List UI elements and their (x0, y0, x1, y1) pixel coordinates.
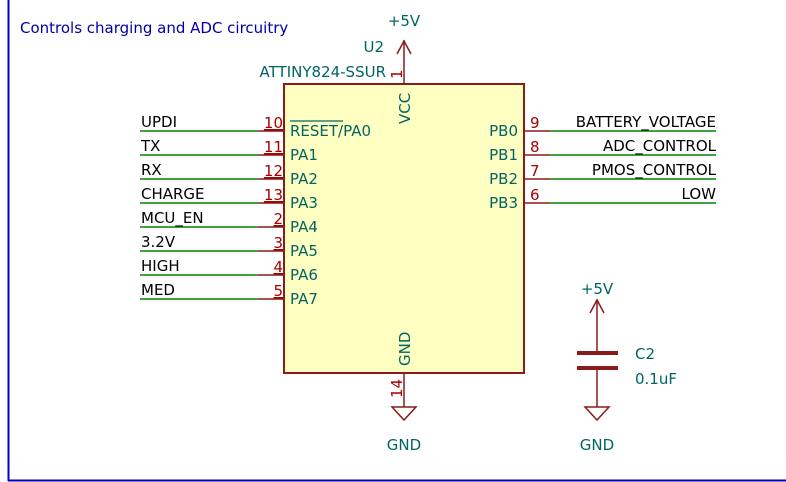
net-label: MCU_EN (141, 209, 204, 228)
pin-number: 7 (530, 162, 540, 180)
c2-capacitor[interactable] (577, 298, 618, 422)
net-label: ADC_CONTROL (603, 137, 717, 156)
pin-name: PB2 (489, 170, 518, 188)
pin-name: PA2 (290, 170, 318, 188)
left-pin-row[interactable]: MED 5 PA7 (140, 281, 318, 308)
pin-name: PB0 (489, 122, 518, 140)
power-arrow-icon (589, 298, 605, 314)
pin-number: 9 (530, 114, 540, 132)
left-pin-row[interactable]: UPDI 10 RESET/PA0 (140, 113, 371, 140)
pin-number: 5 (273, 282, 283, 300)
net-label: TX (140, 137, 160, 155)
pin-name: PA5 (290, 242, 318, 260)
c2-top-net-label: +5V (581, 280, 614, 298)
u2-gnd-power-symbol[interactable]: GND (387, 373, 421, 454)
pin-name: PA4 (290, 218, 318, 236)
pin-name: PB3 (489, 194, 518, 212)
net-label: CHARGE (141, 185, 205, 203)
left-pin-row[interactable]: 3.2V 3 PA5 (140, 233, 318, 260)
net-label: RX (141, 161, 162, 179)
pin-name: RESET/PA0 (290, 122, 371, 140)
pin-name: PA1 (290, 146, 318, 164)
left-pin-row[interactable]: CHARGE 13 PA3 (140, 185, 318, 212)
u2-body[interactable] (283, 83, 525, 374)
pin-number: 13 (264, 186, 283, 204)
u2-gnd-net-label: GND (387, 436, 421, 454)
net-label: LOW (682, 185, 717, 203)
net-label: BATTERY_VOLTAGE (576, 113, 716, 132)
pin-number: 3 (273, 234, 283, 252)
vcc-power-symbol[interactable]: +5V (388, 12, 421, 84)
left-pin-row[interactable]: MCU_EN 2 PA4 (140, 209, 318, 236)
net-label: HIGH (141, 257, 180, 275)
power-arrow-icon (396, 39, 412, 55)
vcc-pin-number: 1 (388, 69, 406, 79)
net-label: MED (141, 281, 175, 299)
pin-number: 8 (530, 138, 540, 156)
ground-icon (583, 406, 611, 422)
net-label: 3.2V (141, 233, 176, 251)
net-label: PMOS_CONTROL (592, 161, 717, 180)
ground-icon (390, 406, 418, 422)
pin-name: PA6 (290, 266, 318, 284)
right-pin-row[interactable]: BATTERY_VOLTAGE 9 PB0 (489, 113, 716, 140)
left-pin-row[interactable]: HIGH 4 PA6 (140, 257, 318, 284)
gnd-pin-name: GND (396, 332, 414, 366)
u2-value: ATTINY824-SSUR (260, 63, 386, 81)
pin-name: PA3 (290, 194, 318, 212)
vcc-pin-name: VCC (396, 93, 414, 124)
c2-bottom-net-label: GND (580, 436, 614, 454)
net-label: UPDI (141, 113, 177, 131)
left-pin-row[interactable]: RX 12 PA2 (140, 161, 318, 188)
pin-number: 6 (530, 186, 540, 204)
vcc-net-label: +5V (388, 12, 421, 30)
right-pin-row[interactable]: LOW 6 PB3 (489, 185, 716, 212)
right-pin-row[interactable]: ADC_CONTROL 8 PB1 (489, 137, 717, 164)
pin-number: 4 (273, 258, 283, 276)
sheet-note: Controls charging and ADC circuitry (20, 19, 288, 37)
pin-number: 12 (264, 162, 283, 180)
pin-name: PB1 (489, 146, 518, 164)
c2-reference: C2 (635, 345, 655, 363)
c2-value: 0.1uF (635, 370, 677, 388)
pin-name: PA7 (290, 290, 318, 308)
pin-number: 11 (264, 138, 283, 156)
left-pin-row[interactable]: TX 11 PA1 (140, 137, 318, 164)
right-pin-row[interactable]: PMOS_CONTROL 7 PB2 (489, 161, 717, 188)
pin-number: 2 (273, 210, 283, 228)
u2-reference: U2 (363, 38, 384, 56)
pin-number: 10 (264, 114, 283, 132)
gnd-pin-number: 14 (388, 379, 406, 398)
